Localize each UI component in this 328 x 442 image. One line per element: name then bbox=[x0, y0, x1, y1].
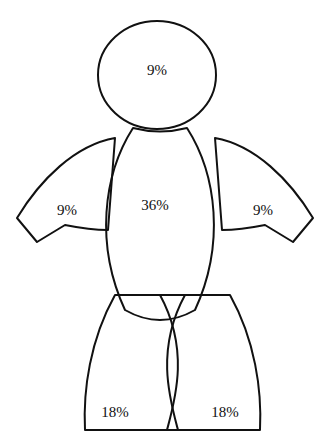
outline-shape bbox=[215, 138, 313, 242]
body-outline bbox=[140, 290, 270, 435]
outline-shape bbox=[106, 128, 214, 320]
right-arm-region: 9% bbox=[210, 130, 315, 245]
body-outline bbox=[75, 290, 205, 435]
percent-label: 9% bbox=[253, 203, 273, 218]
head-region: 9% bbox=[97, 20, 217, 130]
right-leg-region: 18% bbox=[140, 290, 270, 435]
outline-shape bbox=[98, 21, 216, 129]
outline-shape bbox=[17, 138, 115, 242]
torso-region: 36% bbox=[95, 125, 220, 335]
percent-label: 36% bbox=[141, 198, 169, 213]
left-arm-region: 9% bbox=[15, 130, 120, 245]
outline-shape bbox=[160, 295, 260, 430]
body-outline bbox=[210, 130, 315, 245]
percent-label: 18% bbox=[211, 405, 239, 420]
percent-label: 18% bbox=[101, 405, 129, 420]
percent-label: 9% bbox=[147, 63, 167, 78]
body-outline bbox=[95, 125, 220, 335]
percent-label: 9% bbox=[57, 203, 77, 218]
left-leg-region: 18% bbox=[75, 290, 205, 435]
body-outline bbox=[15, 130, 120, 245]
